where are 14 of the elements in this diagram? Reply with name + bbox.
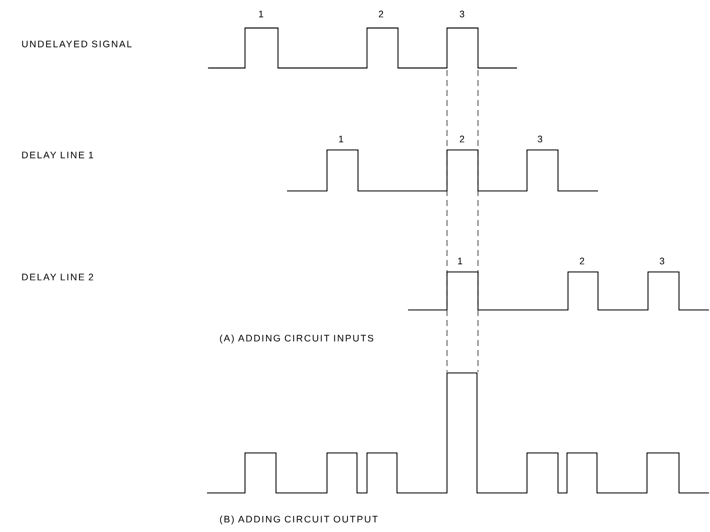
pulse-number: 3 [660, 258, 664, 264]
signal-name: DELAY LINE 2 [22, 274, 94, 280]
pulse-number: 2 [580, 258, 584, 264]
signal-name: UNDELAYED SIGNAL [22, 40, 132, 48]
pulse-number: 2 [460, 136, 464, 142]
pulse-number: 2 [378, 10, 384, 18]
pulse-number: 1 [339, 136, 344, 142]
pulse-number: 3 [538, 136, 542, 142]
panel-caption: (B) ADDING CIRCUIT OUTPUT [220, 516, 378, 524]
pulse-number: 1 [458, 258, 462, 264]
signal-name: DELAY LINE 1 [22, 152, 94, 158]
panel-caption: (A) ADDING CIRCUIT INPUTS [220, 334, 374, 344]
pulse-number: 1 [259, 10, 264, 18]
pulse-number: 3 [460, 10, 464, 18]
